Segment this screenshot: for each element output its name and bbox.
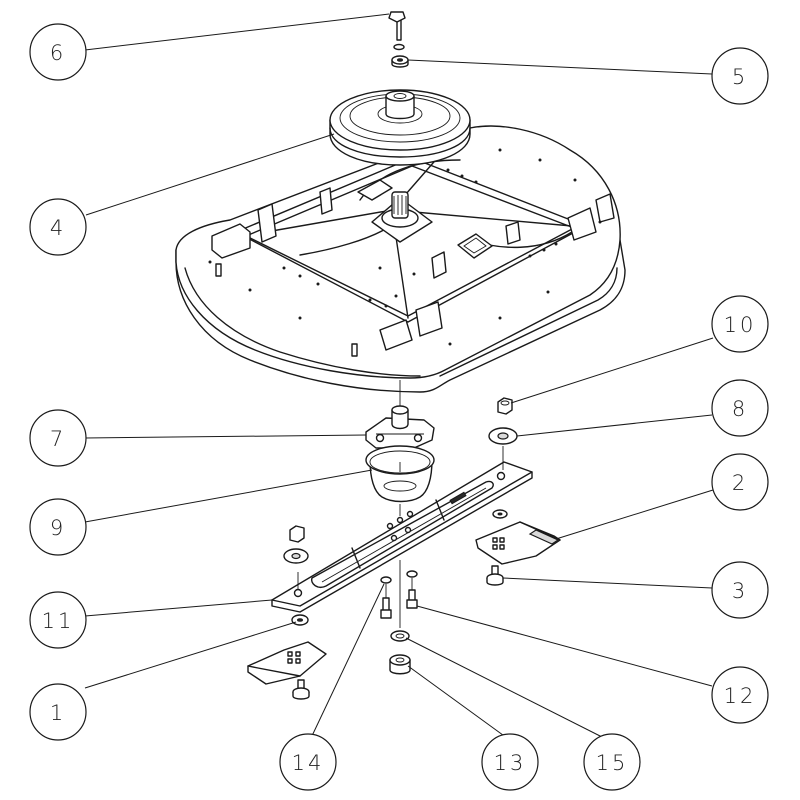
svg-text:10: 10	[724, 313, 757, 337]
callout-12: 12	[711, 666, 769, 724]
svg-text:7: 7	[50, 427, 66, 451]
blade-bar	[271, 461, 533, 613]
callout-3: 3	[711, 561, 769, 619]
svg-text:15: 15	[596, 751, 629, 775]
svg-text:9: 9	[50, 516, 66, 540]
lock-washer-part	[393, 43, 405, 51]
spacer-part-13	[389, 654, 411, 675]
callout-5: 5	[711, 47, 769, 105]
callout-15: 15	[583, 733, 641, 791]
washer-part-5	[391, 55, 409, 68]
callout-6: 6	[29, 23, 87, 81]
svg-text:3: 3	[732, 579, 748, 603]
callout-8: 8	[711, 379, 769, 437]
washer-part-8	[488, 427, 518, 445]
svg-text:2: 2	[732, 471, 748, 495]
callout-2: 2	[711, 453, 769, 511]
center-bolts	[380, 560, 418, 628]
svg-text:5: 5	[732, 65, 748, 89]
spindle-flange-part-7	[365, 405, 435, 449]
callout-14: 14	[279, 733, 337, 791]
svg-text:11: 11	[42, 609, 75, 633]
svg-text:6: 6	[50, 41, 66, 65]
svg-text:8: 8	[732, 397, 748, 421]
svg-text:1: 1	[50, 701, 66, 725]
svg-text:12: 12	[724, 684, 757, 708]
rivet-dots	[208, 148, 602, 346]
bolt-part-6	[388, 11, 406, 41]
callout-13: 13	[481, 733, 539, 791]
right-blade-tip-part-2	[475, 509, 561, 565]
callout-9: 9	[29, 498, 87, 556]
deck-housing	[175, 125, 626, 393]
washer-part-15	[390, 630, 410, 642]
svg-text:14: 14	[292, 751, 325, 775]
left-blade-nut	[283, 525, 309, 564]
svg-text:13: 13	[494, 751, 527, 775]
nut-part-10	[497, 397, 513, 415]
callout-7: 7	[29, 409, 87, 467]
callout-4: 4	[29, 198, 87, 256]
callout-10: 10	[711, 295, 769, 353]
blade-cup-part-9	[365, 445, 435, 503]
leader-lines	[84, 13, 714, 739]
callout-1: 1	[29, 683, 87, 741]
svg-text:4: 4	[50, 216, 66, 240]
pulley	[329, 89, 471, 166]
bolt-part-3	[486, 565, 504, 586]
left-blade-tip-part-1	[247, 614, 327, 700]
callout-11: 11	[29, 591, 87, 649]
